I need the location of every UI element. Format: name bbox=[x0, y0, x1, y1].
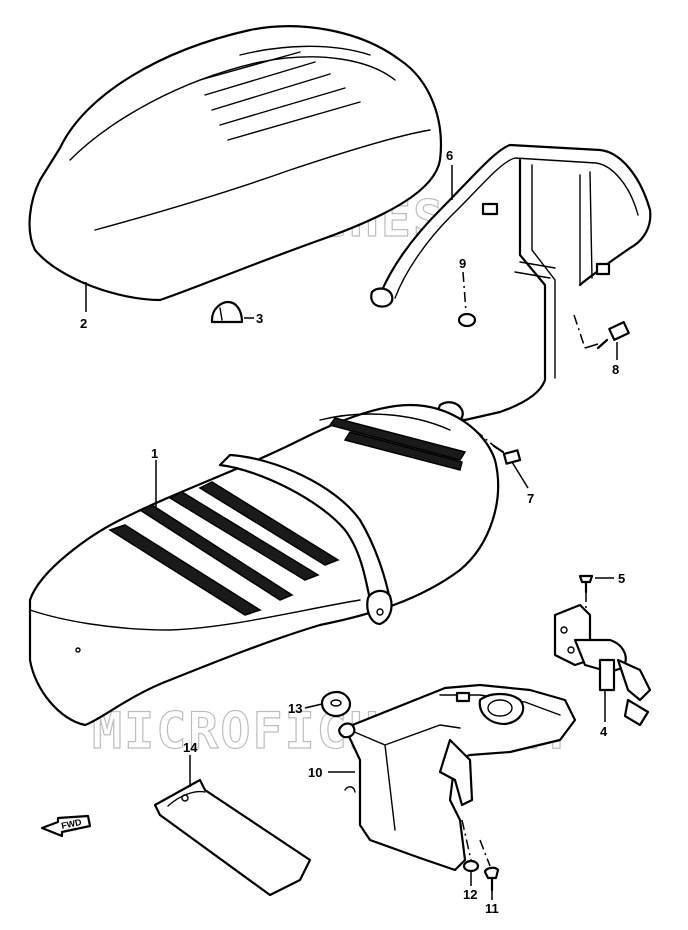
callout-3: 3 bbox=[256, 311, 263, 326]
callout-12: 12 bbox=[463, 887, 477, 902]
callout-13: 13 bbox=[288, 701, 302, 716]
callout-7: 7 bbox=[527, 491, 534, 506]
fwd-label: FWD bbox=[60, 817, 83, 831]
rear-carrier-part-6[interactable] bbox=[370, 143, 652, 426]
callout-8: 8 bbox=[612, 362, 619, 377]
bolt-part-8[interactable] bbox=[596, 321, 630, 350]
tool-pouch-part-14[interactable] bbox=[153, 778, 312, 897]
callout-1: 1 bbox=[151, 446, 158, 461]
callout-2: 2 bbox=[80, 316, 87, 331]
callout-10: 10 bbox=[308, 765, 322, 780]
callout-4: 4 bbox=[600, 724, 608, 739]
seat-tray-part-10[interactable] bbox=[338, 683, 577, 872]
washer-part-9[interactable] bbox=[457, 312, 477, 328]
callout-6: 6 bbox=[446, 148, 453, 163]
callout-9: 9 bbox=[459, 256, 466, 271]
seat-assembly-part-1[interactable] bbox=[28, 403, 500, 727]
screw-part-5[interactable] bbox=[578, 574, 594, 594]
grommet-part-13[interactable] bbox=[320, 690, 352, 718]
callout-5: 5 bbox=[618, 571, 625, 586]
washer-part-12[interactable] bbox=[462, 859, 480, 873]
fwd-arrow-icon: FWD bbox=[40, 814, 92, 838]
leader-lines bbox=[85, 165, 618, 900]
callout-14: 14 bbox=[183, 740, 198, 755]
bolt-part-7[interactable] bbox=[492, 444, 522, 465]
seat-cover-part-2[interactable] bbox=[28, 25, 442, 302]
seat-lock-part-4[interactable] bbox=[553, 603, 652, 727]
cap-nut-part-3[interactable] bbox=[210, 300, 244, 324]
callout-11: 11 bbox=[485, 901, 499, 916]
screw-part-11[interactable] bbox=[483, 866, 500, 892]
